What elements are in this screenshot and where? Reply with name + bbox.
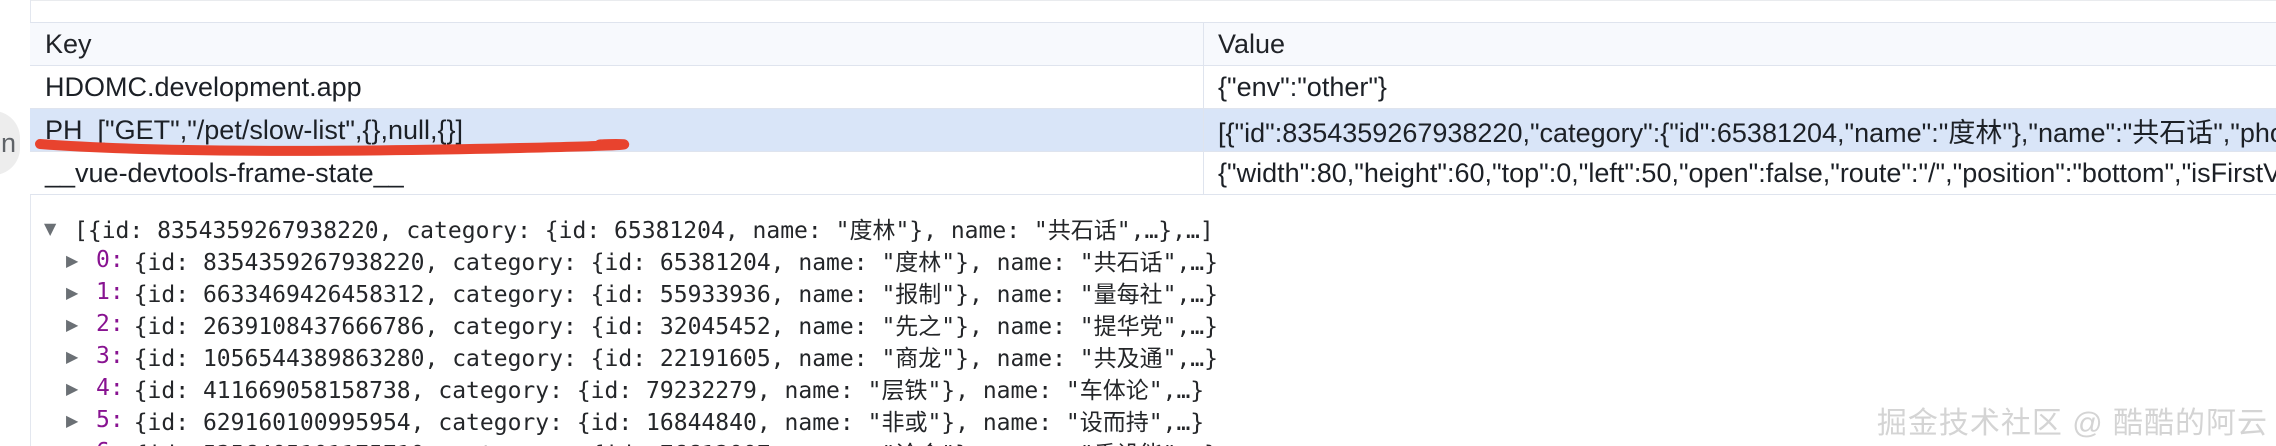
chevron-right-icon[interactable]: ▶ [66, 250, 79, 270]
tree-item-row[interactable]: ▶ 2: {id: 2639108437666786, category: {i… [30, 308, 2276, 340]
chevron-right-icon[interactable]: ▶ [66, 443, 96, 446]
tree-item-preview: {id: 629160100995954, category: {id: 168… [133, 410, 1205, 436]
tree-item-preview: {id: 1056544389863280, category: {id: 22… [133, 346, 1219, 372]
tree-item-row[interactable]: ▶ 6: {id: 5356405101175710, category: {i… [30, 436, 2276, 446]
tree-root-preview: [{id: 8354359267938220, category: {id: 6… [74, 218, 1214, 244]
storage-value[interactable]: {"width":80,"height":60,"top":0,"left":5… [1203, 152, 2276, 194]
panel-left-divider [30, 0, 31, 446]
tree-item-preview: {id: 411669058158738, category: {id: 792… [133, 378, 1205, 404]
table-row-selected[interactable]: PH_["GET","/pet/slow-list",{},null,{}] [… [30, 109, 2276, 152]
console-object-tree: ▼ [{id: 8354359267938220, category: {id:… [30, 212, 2276, 446]
table-header-row: Key Value [30, 23, 2276, 66]
value-column-header[interactable]: Value [1203, 23, 2276, 65]
tree-item-preview: {id: 6633469426458312, category: {id: 55… [133, 282, 1219, 308]
tree-item-row[interactable]: ▶ 1: {id: 6633469426458312, category: {i… [30, 276, 2276, 308]
tree-root-row[interactable]: ▼ [{id: 8354359267938220, category: {id:… [30, 212, 2276, 244]
local-storage-table: Key Value HDOMC.development.app {"env":"… [30, 22, 2276, 195]
storage-value[interactable]: {"env":"other"} [1203, 66, 2276, 108]
chevron-right-icon[interactable]: ▶ [66, 378, 79, 398]
chevron-right-icon[interactable]: ▶ [66, 314, 79, 334]
storage-key[interactable]: __vue-devtools-frame-state__ [45, 157, 404, 188]
top-divider [30, 0, 2276, 1]
tree-item-row[interactable]: ▶ 5: {id: 629160100995954, category: {id… [30, 404, 2276, 436]
tree-item-preview: {id: 8354359267938220, category: {id: 65… [133, 250, 1219, 276]
chevron-right-icon[interactable]: ▶ [66, 410, 79, 430]
tree-item-index: 4: [96, 375, 124, 401]
table-row[interactable]: HDOMC.development.app {"env":"other"} [30, 66, 2276, 109]
table-row[interactable]: __vue-devtools-frame-state__ {"width":80… [30, 152, 2276, 195]
tree-item-row[interactable]: ▶ 3: {id: 1056544389863280, category: {i… [30, 340, 2276, 372]
tree-item-index: 0: [96, 247, 124, 273]
chevron-down-icon[interactable]: ▼ [44, 218, 57, 238]
tree-item-index: 6: [96, 439, 124, 446]
tree-item-preview: {id: 5356405101175710, category: {id: 76… [134, 436, 1218, 446]
tree-item-preview: {id: 2639108437666786, category: {id: 32… [133, 314, 1219, 340]
tree-item-index: 3: [96, 343, 124, 369]
storage-key[interactable]: PH_["GET","/pet/slow-list",{},null,{}] [45, 114, 464, 145]
watermark: 掘金技术社区 @ 酷酷的阿云 [1876, 407, 2268, 440]
tree-item-index: 1: [96, 279, 124, 305]
storage-key[interactable]: HDOMC.development.app [45, 71, 362, 102]
tree-item-row[interactable]: ▶ 0: {id: 8354359267938220, category: {i… [30, 244, 2276, 276]
edge-overlay-button[interactable]: n [0, 111, 20, 175]
storage-value[interactable]: [{"id":8354359267938220,"category":{"id"… [1203, 109, 2276, 151]
chevron-right-icon[interactable]: ▶ [66, 346, 79, 366]
tree-item-index: 2: [96, 311, 124, 337]
chevron-right-icon[interactable]: ▶ [66, 282, 79, 302]
edge-overlay-label: n [0, 127, 16, 158]
key-column-header[interactable]: Key [45, 28, 92, 59]
tree-item-row[interactable]: ▶ 4: {id: 411669058158738, category: {id… [30, 372, 2276, 404]
tree-item-index: 5: [96, 407, 124, 433]
